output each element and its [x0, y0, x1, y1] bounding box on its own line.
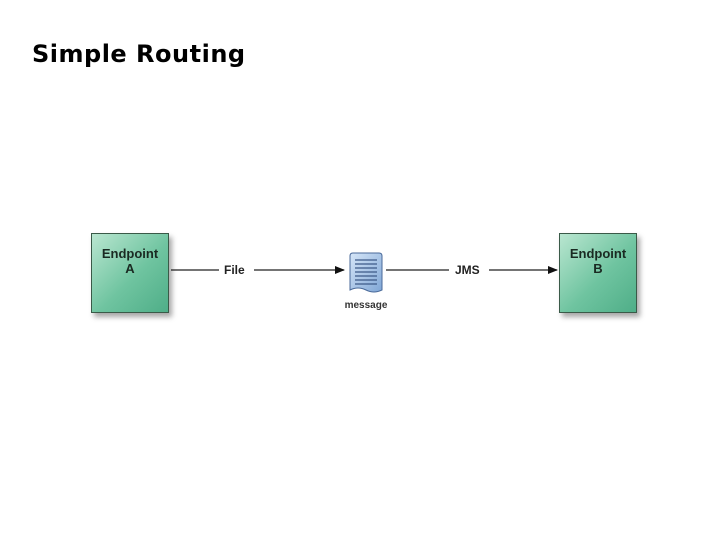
endpoint-a-label-line2: A [125, 261, 135, 276]
message-label: message [344, 300, 388, 311]
endpoint-b-node: Endpoint B [559, 233, 637, 313]
edge-label-file: File [224, 263, 245, 277]
page-title: Simple Routing [32, 40, 246, 68]
endpoint-a-label-line1: Endpoint [101, 246, 159, 261]
endpoint-b-label-line1: Endpoint [569, 246, 627, 261]
endpoint-b-label-line2: B [593, 261, 603, 276]
endpoint-a-node: Endpoint A [91, 233, 169, 313]
edge-label-jms: JMS [455, 263, 480, 277]
message-document-icon [349, 252, 383, 293]
